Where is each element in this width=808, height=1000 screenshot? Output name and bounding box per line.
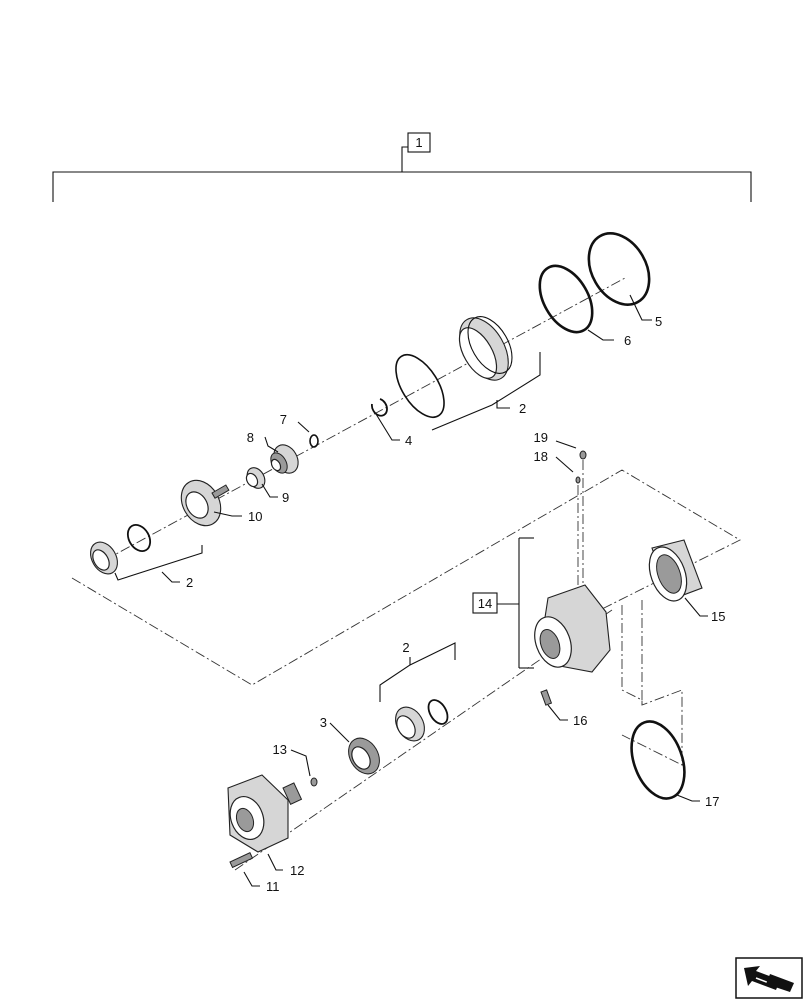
bearing-2-lower bbox=[395, 699, 449, 742]
callout-6: 6 bbox=[624, 333, 631, 348]
spindle-12 bbox=[227, 774, 303, 853]
callout-18: 18 bbox=[534, 449, 548, 464]
callout-4: 4 bbox=[405, 433, 412, 448]
callout-box-14 bbox=[472, 592, 498, 614]
o-ring-6 bbox=[538, 264, 594, 334]
o-ring-17 bbox=[630, 720, 686, 800]
callout-box-1 bbox=[407, 132, 431, 153]
ring-gear-15 bbox=[648, 539, 703, 602]
callout-5: 5 bbox=[655, 314, 662, 329]
callout-14: 14 bbox=[478, 596, 492, 611]
centerline bbox=[71, 277, 741, 871]
callout-11: 11 bbox=[266, 879, 280, 894]
callout-2-left: 2 bbox=[186, 575, 193, 590]
callout-15: 15 bbox=[711, 609, 725, 624]
callout-12: 12 bbox=[290, 863, 304, 878]
o-ring-5 bbox=[587, 232, 651, 306]
callout-17: 17 bbox=[705, 794, 719, 809]
bearing-cone-2-lower-left bbox=[90, 523, 152, 575]
callout-7: 7 bbox=[280, 412, 287, 427]
shim-ring-2 bbox=[395, 354, 445, 418]
callout-9: 9 bbox=[282, 490, 289, 505]
snap-ring-4 bbox=[371, 398, 388, 417]
callout-16: 16 bbox=[573, 713, 587, 728]
callout-2-lower: 2 bbox=[402, 640, 409, 655]
bearing-cup-2-upper bbox=[458, 316, 513, 381]
bearing-9 bbox=[245, 467, 266, 489]
wheel-stud-11 bbox=[229, 852, 254, 869]
stud-16 bbox=[540, 689, 553, 706]
snap-ring-7 bbox=[309, 434, 319, 448]
pin-13 bbox=[310, 777, 318, 787]
callout-2-upper: 2 bbox=[519, 401, 526, 416]
callout-13: 13 bbox=[273, 742, 287, 757]
back-arrow-icon[interactable] bbox=[735, 957, 803, 999]
leader-lines bbox=[114, 294, 708, 887]
bolt-19-18 bbox=[575, 450, 587, 484]
seal-3 bbox=[348, 737, 380, 775]
hub-housing-14 bbox=[534, 584, 611, 673]
callout-10: 10 bbox=[248, 509, 262, 524]
callout-3: 3 bbox=[320, 715, 327, 730]
assembly-bracket bbox=[52, 146, 752, 202]
gear-8 bbox=[270, 444, 299, 474]
callout-1: 1 bbox=[415, 135, 422, 150]
callout-8: 8 bbox=[247, 430, 254, 445]
callout-19: 19 bbox=[534, 430, 548, 445]
planet-carrier-10 bbox=[180, 479, 230, 527]
